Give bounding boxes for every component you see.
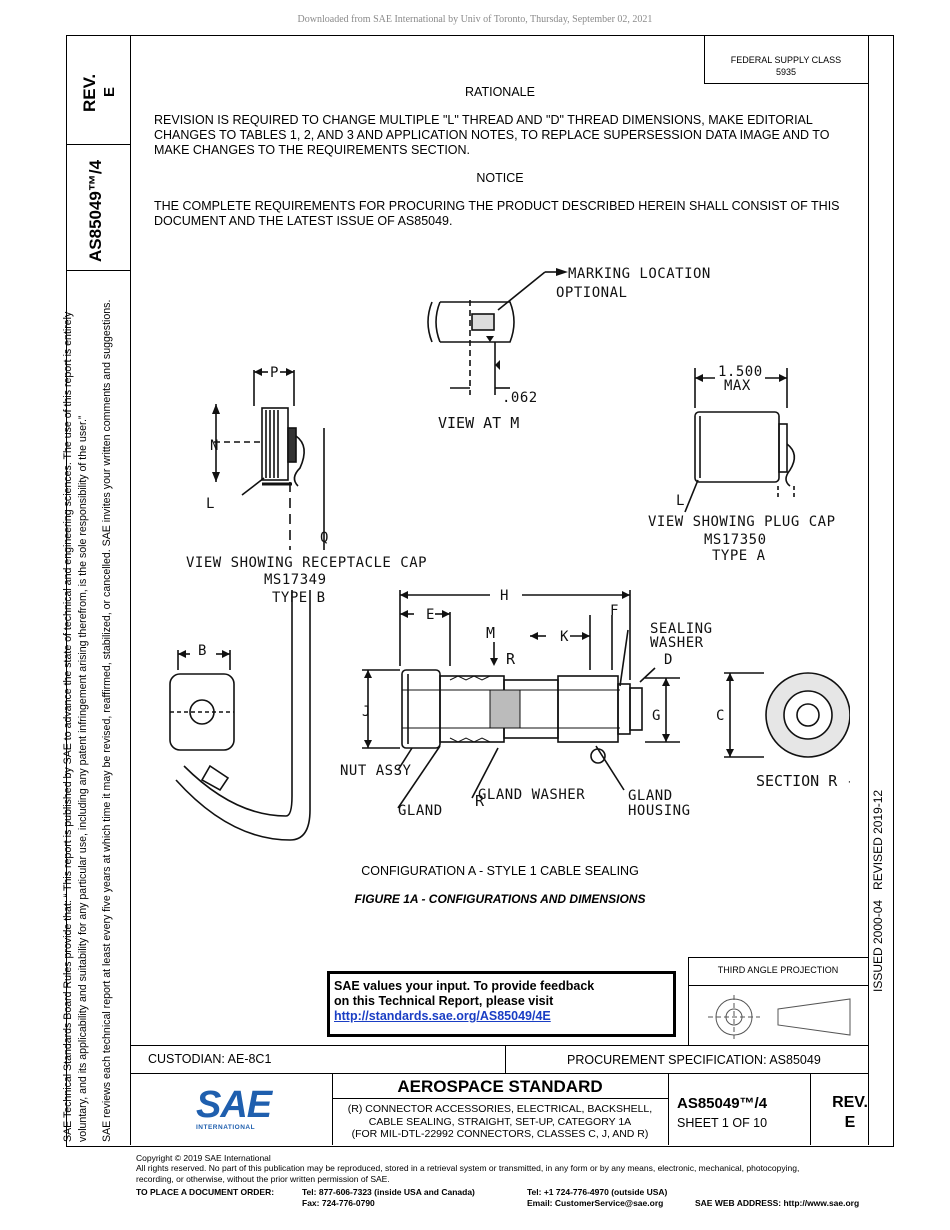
label-recept-type: TYPE B bbox=[272, 590, 326, 606]
copyright: Copyright © 2019 SAE International bbox=[136, 1153, 271, 1163]
page-frame bbox=[66, 35, 894, 1147]
notice-text: THE COMPLETE REQUIREMENTS FOR PROCURING … bbox=[154, 199, 840, 228]
sae-logo: SAE INTERNATIONAL bbox=[196, 1084, 272, 1136]
label-c: C bbox=[716, 708, 725, 724]
rights-line2: recording, or otherwise, without the pri… bbox=[136, 1174, 390, 1184]
label-gland-housing-2: HOUSING bbox=[628, 803, 691, 819]
rev-value: E bbox=[844, 1114, 856, 1131]
label-d: D bbox=[664, 652, 673, 668]
sheet-number: SHEET 1 OF 10 bbox=[677, 1116, 768, 1130]
label-k: K bbox=[560, 629, 569, 645]
label-max: MAX bbox=[724, 378, 751, 394]
order-label: TO PLACE A DOCUMENT ORDER: bbox=[136, 1187, 275, 1197]
supply-class-line1: FEDERAL SUPPLY CLASS bbox=[730, 55, 842, 65]
side-rev-label: REV. bbox=[80, 73, 99, 112]
section-rr-figure bbox=[724, 672, 850, 758]
label-q: Q bbox=[320, 530, 329, 546]
desc-line3: (FOR MIL-DTL-22992 CONNECTORS, CLASSES C… bbox=[351, 1128, 649, 1140]
web-address[interactable]: SAE WEB ADDRESS: http://www.sae.org bbox=[695, 1198, 860, 1208]
tel-intl: Tel: +1 724-776-4970 (outside USA) bbox=[527, 1187, 668, 1197]
side-doc-id: AS85049™/4 bbox=[86, 159, 105, 262]
doc-number: AS85049™/4 bbox=[677, 1095, 768, 1112]
label-marking-2: OPTIONAL bbox=[556, 285, 627, 301]
plug-cap-figure bbox=[684, 368, 796, 513]
email[interactable]: Email: CustomerService@sae.org bbox=[527, 1198, 664, 1208]
label-l1: L bbox=[206, 496, 215, 512]
configuration-caption: CONFIGURATION A - STYLE 1 CABLE SEALING bbox=[361, 864, 639, 878]
label-g: G bbox=[652, 708, 661, 724]
sae-logo-sub: INTERNATIONAL bbox=[196, 1124, 256, 1131]
label-sealing-2: WASHER bbox=[650, 635, 704, 651]
side-rules-line3: SAE reviews each technical report at lea… bbox=[101, 299, 113, 1142]
notice-heading: NOTICE bbox=[476, 171, 524, 185]
rights-line1: All rights reserved. No part of this pub… bbox=[136, 1163, 800, 1173]
feedback-line2: on this Technical Report, please visit bbox=[334, 994, 554, 1008]
aerospace-standard-title: AEROSPACE STANDARD bbox=[397, 1077, 603, 1096]
label-view-at-m: VIEW AT M bbox=[438, 414, 519, 432]
sae-logo-text: SAE bbox=[196, 1084, 272, 1126]
feedback-link[interactable]: http://standards.sae.org/AS85049/4E bbox=[334, 1009, 551, 1023]
desc-line1: (R) CONNECTOR ACCESSORIES, ELECTRICAL, B… bbox=[347, 1103, 653, 1115]
rationale-text: REVISION IS REQUIRED TO CHANGE MULTIPLE … bbox=[154, 113, 830, 157]
supply-class-line2: 5935 bbox=[775, 67, 797, 77]
label-recept-ms: MS17349 bbox=[264, 572, 327, 588]
label-plug-title: VIEW SHOWING PLUG CAP bbox=[648, 514, 836, 530]
label-p: P bbox=[270, 365, 279, 381]
desc-line2: CABLE SEALING, STRAIGHT, SET-UP, CATEGOR… bbox=[368, 1116, 632, 1128]
label-marking-1: MARKING LOCATION bbox=[568, 266, 711, 282]
feedback-box bbox=[327, 971, 676, 1037]
label-m: M bbox=[486, 624, 495, 642]
label-b: B bbox=[198, 643, 207, 659]
label-nut-assy: NUT ASSY bbox=[340, 763, 412, 779]
label-section-rr: SECTION R - R bbox=[756, 772, 850, 790]
connector-assembly-figure bbox=[362, 590, 680, 809]
label-j: J bbox=[362, 704, 371, 720]
label-gland: GLAND bbox=[398, 803, 443, 819]
third-angle-box bbox=[688, 957, 869, 1046]
side-rules-line2: voluntary, and its applicability and sui… bbox=[77, 415, 89, 1142]
custodian: CUSTODIAN: AE-8C1 bbox=[148, 1052, 272, 1066]
procurement-spec: PROCUREMENT SPECIFICATION: AS85049 bbox=[567, 1053, 821, 1067]
label-dim-062: .062 bbox=[502, 390, 538, 406]
label-f: F bbox=[610, 603, 619, 619]
label-l2: L bbox=[676, 493, 685, 509]
label-h: H bbox=[500, 588, 509, 604]
tel-usa: Tel: 877-606-7323 (inside USA and Canada… bbox=[302, 1187, 475, 1197]
technical-drawing: MARKING LOCATION OPTIONAL .062 VIEW AT M… bbox=[169, 266, 850, 841]
download-notice: Downloaded from SAE International by Uni… bbox=[297, 14, 653, 25]
label-n: N bbox=[210, 438, 219, 454]
label-r2: R bbox=[475, 792, 485, 810]
side-rules-line1: SAE Technical Standards Board Rules prov… bbox=[62, 311, 74, 1142]
feedback-line1: SAE values your input. To provide feedba… bbox=[334, 979, 595, 993]
label-sealing-1: SEALING bbox=[650, 621, 713, 637]
view-at-m-figure bbox=[427, 271, 560, 395]
rev-label: REV. bbox=[832, 1094, 868, 1111]
receptacle-cap-figure bbox=[214, 370, 325, 550]
label-e: E bbox=[426, 607, 435, 623]
left-column-divider bbox=[130, 35, 131, 1145]
label-plug-type: TYPE A bbox=[712, 548, 766, 564]
label-dim-1500: 1.500 bbox=[718, 364, 763, 380]
supply-class-box bbox=[704, 35, 869, 84]
issued-revised: ISSUED 2000-04 REVISED 2019-12 bbox=[871, 789, 885, 992]
label-recept-title: VIEW SHOWING RECEPTACLE CAP bbox=[186, 555, 427, 571]
third-angle-symbol bbox=[708, 995, 851, 1039]
label-plug-ms: MS17350 bbox=[704, 532, 767, 548]
side-rev-value: E bbox=[101, 86, 118, 97]
fax: Fax: 724-776-0790 bbox=[302, 1198, 375, 1208]
label-gland-housing-1: GLAND bbox=[628, 788, 673, 804]
figure-caption: FIGURE 1A - CONFIGURATIONS AND DIMENSION… bbox=[354, 892, 646, 906]
rationale-heading: RATIONALE bbox=[465, 85, 535, 99]
label-r1: R bbox=[506, 650, 516, 668]
third-angle-label: THIRD ANGLE PROJECTION bbox=[717, 965, 839, 975]
label-gland-washer: GLAND WASHER bbox=[478, 787, 585, 803]
hose-figure bbox=[169, 590, 311, 841]
